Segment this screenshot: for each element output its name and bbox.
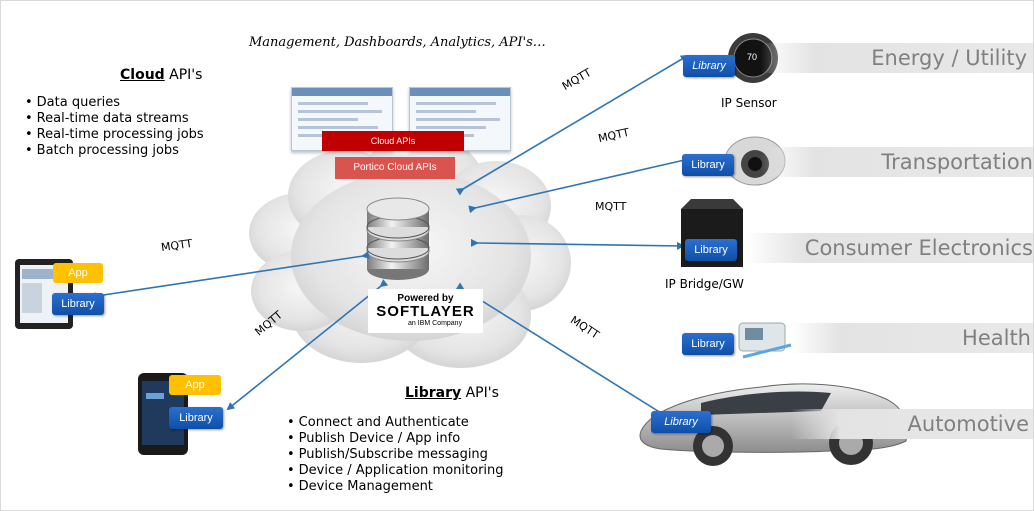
industry-band-energy: Energy / Utility — [761, 43, 1033, 73]
library-badge: Library — [682, 154, 734, 176]
industry-label-health: Health — [962, 326, 1031, 350]
industry-band-transportation: Transportation — [761, 147, 1033, 177]
cloud-apis-heading: Cloud API's — [120, 67, 202, 83]
arrow-phone — [226, 279, 389, 411]
library-badge: Library — [651, 411, 711, 433]
cloud-apis-heading-rest: API's — [164, 67, 203, 83]
industry-label-energy: Energy / Utility — [871, 46, 1027, 70]
cloud-apis-list: Data queries Real-time data streams Real… — [25, 95, 204, 159]
top-caption: Management, Dashboards, Analytics, API's… — [249, 35, 546, 50]
industry-label-consumer: Consumer Electronics — [804, 236, 1033, 260]
list-item: Data queries — [25, 95, 204, 111]
arrow-transportation — [468, 156, 691, 214]
list-item: Real-time data streams — [25, 111, 204, 127]
library-badge: Library — [685, 239, 737, 261]
arrow-consumer — [470, 238, 685, 250]
mqtt-arrows — [88, 54, 691, 420]
powered-by-label: Powered by — [397, 293, 454, 304]
library-badge: Library — [169, 407, 223, 429]
industry-label-automotive: Automotive — [907, 412, 1029, 436]
ip-sensor-caption: IP Sensor — [721, 96, 777, 110]
list-item: Connect and Authenticate — [287, 415, 504, 431]
library-badge: Library — [683, 55, 735, 77]
list-item: Device / Application monitoring — [287, 463, 504, 479]
library-badge: Library — [52, 293, 104, 315]
cloud-apis-heading-bold: Cloud — [120, 67, 165, 83]
library-apis-heading-rest: API's — [461, 385, 499, 401]
arrow-automotive — [455, 282, 671, 420]
softlayer-brand: SOFTLAYER — [376, 303, 475, 320]
cloud-apis-bar: Cloud APIs — [322, 131, 464, 151]
library-badge: Library — [682, 333, 734, 355]
app-badge: App — [53, 263, 103, 283]
library-apis-list: Connect and Authenticate Publish Device … — [287, 415, 504, 495]
library-apis-heading: Library API's — [405, 385, 499, 401]
app-badge: App — [169, 375, 221, 395]
list-item: Publish Device / App info — [287, 431, 504, 447]
list-item: Publish/Subscribe messaging — [287, 447, 504, 463]
softlayer-logo: Powered by SOFTLAYER an IBM Company — [368, 289, 483, 333]
mqtt-label-consumer: MQTT — [595, 200, 627, 213]
library-apis-heading-bold: Library — [405, 385, 462, 401]
list-item: Batch processing jobs — [25, 143, 204, 159]
industry-label-transportation: Transportation — [881, 150, 1033, 174]
list-item: Real-time processing jobs — [25, 127, 204, 143]
database-icon — [366, 197, 430, 280]
ip-bridge-caption: IP Bridge/GW — [665, 277, 744, 291]
industry-band-automotive: Automotive — [791, 409, 1033, 439]
industry-band-consumer: Consumer Electronics — [746, 233, 1033, 263]
arrow-tablet — [88, 251, 370, 301]
thermostat-value: 70 — [747, 52, 758, 62]
list-item: Device Management — [287, 479, 504, 495]
softlayer-sub: an IBM Company — [408, 320, 463, 327]
blood-pressure-monitor-icon — [738, 322, 792, 359]
portico-cloud-apis-bar: Portico Cloud APIs — [335, 157, 455, 179]
industry-band-health: Health — [791, 323, 1033, 353]
